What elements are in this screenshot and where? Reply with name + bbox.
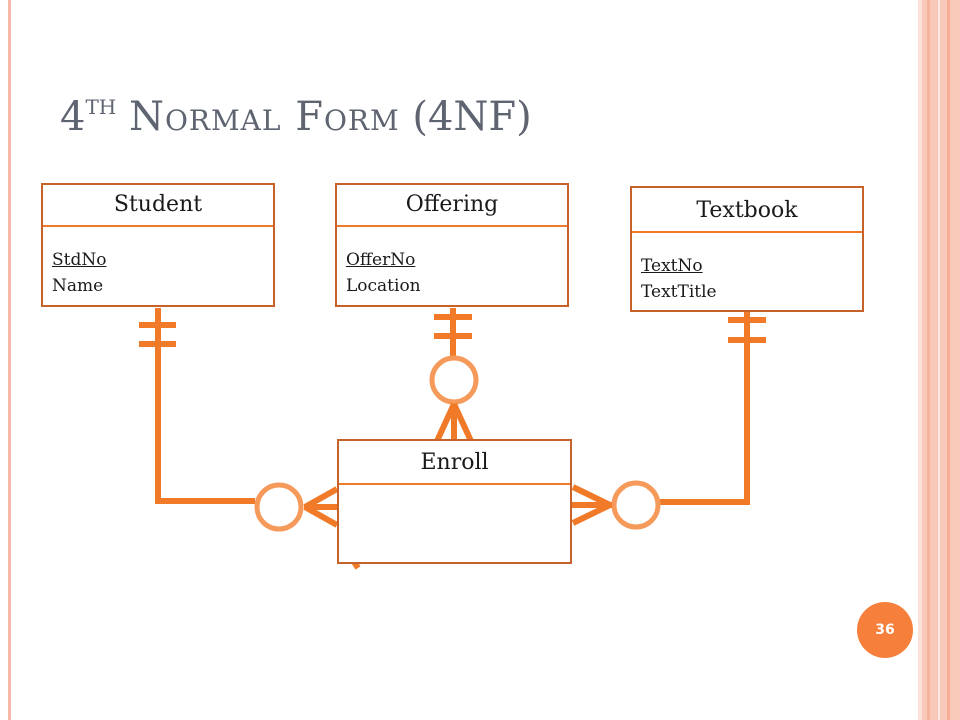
page-number-badge: 36 (857, 602, 913, 658)
entity-enroll-name: Enroll (339, 441, 570, 485)
entity-textbook[interactable]: Textbook TextNo TextTitle (630, 186, 864, 312)
entity-enroll[interactable]: Enroll (337, 439, 572, 564)
entity-textbook-name: Textbook (632, 188, 862, 233)
offering-enroll-crow-left (434, 402, 457, 443)
textbook-enroll-line (660, 311, 750, 505)
entity-student-name: Student (43, 185, 273, 227)
textbook-primary-key: TextNo (641, 256, 703, 276)
entity-offering-attributes: OfferNo Location (337, 227, 567, 299)
offering-enroll-crow-right (451, 402, 474, 443)
enroll-textbook-optional-circle (611, 480, 661, 530)
title-abbrev: (4NF) (412, 94, 532, 140)
textbook-enroll-relationship (571, 311, 766, 530)
enroll-student-crow-bottom (303, 504, 339, 528)
student-enroll-line (155, 308, 255, 504)
offering-attribute: Location (346, 276, 421, 296)
slide-title: 4TH Normal Form (4NF) (60, 94, 532, 140)
left-border-line (8, 0, 11, 720)
entity-textbook-attributes: TextNo TextTitle (632, 233, 862, 305)
textbook-attribute: TextTitle (641, 282, 717, 302)
enroll-textbook-crow-bottom (571, 502, 612, 526)
enroll-textbook-crow-top (571, 484, 612, 508)
entity-offering-name: Offering (337, 185, 567, 227)
student-primary-key: StdNo (52, 250, 107, 270)
entity-student[interactable]: Student StdNo Name (41, 183, 275, 307)
title-superscript: TH (85, 95, 117, 119)
enroll-offering-optional-circle (429, 355, 479, 405)
entity-offering[interactable]: Offering OfferNo Location (335, 183, 569, 307)
title-text: Normal Form (128, 94, 400, 140)
enroll-student-optional-circle (254, 482, 304, 532)
offering-enroll-relationship (429, 308, 479, 443)
title-number: 4 (60, 94, 86, 140)
enroll-student-crow-top (303, 486, 339, 510)
student-attribute: Name (52, 276, 104, 296)
entity-student-attributes: StdNo Name (43, 227, 273, 299)
offering-primary-key: OfferNo (346, 250, 416, 270)
student-enroll-relationship (139, 308, 339, 532)
